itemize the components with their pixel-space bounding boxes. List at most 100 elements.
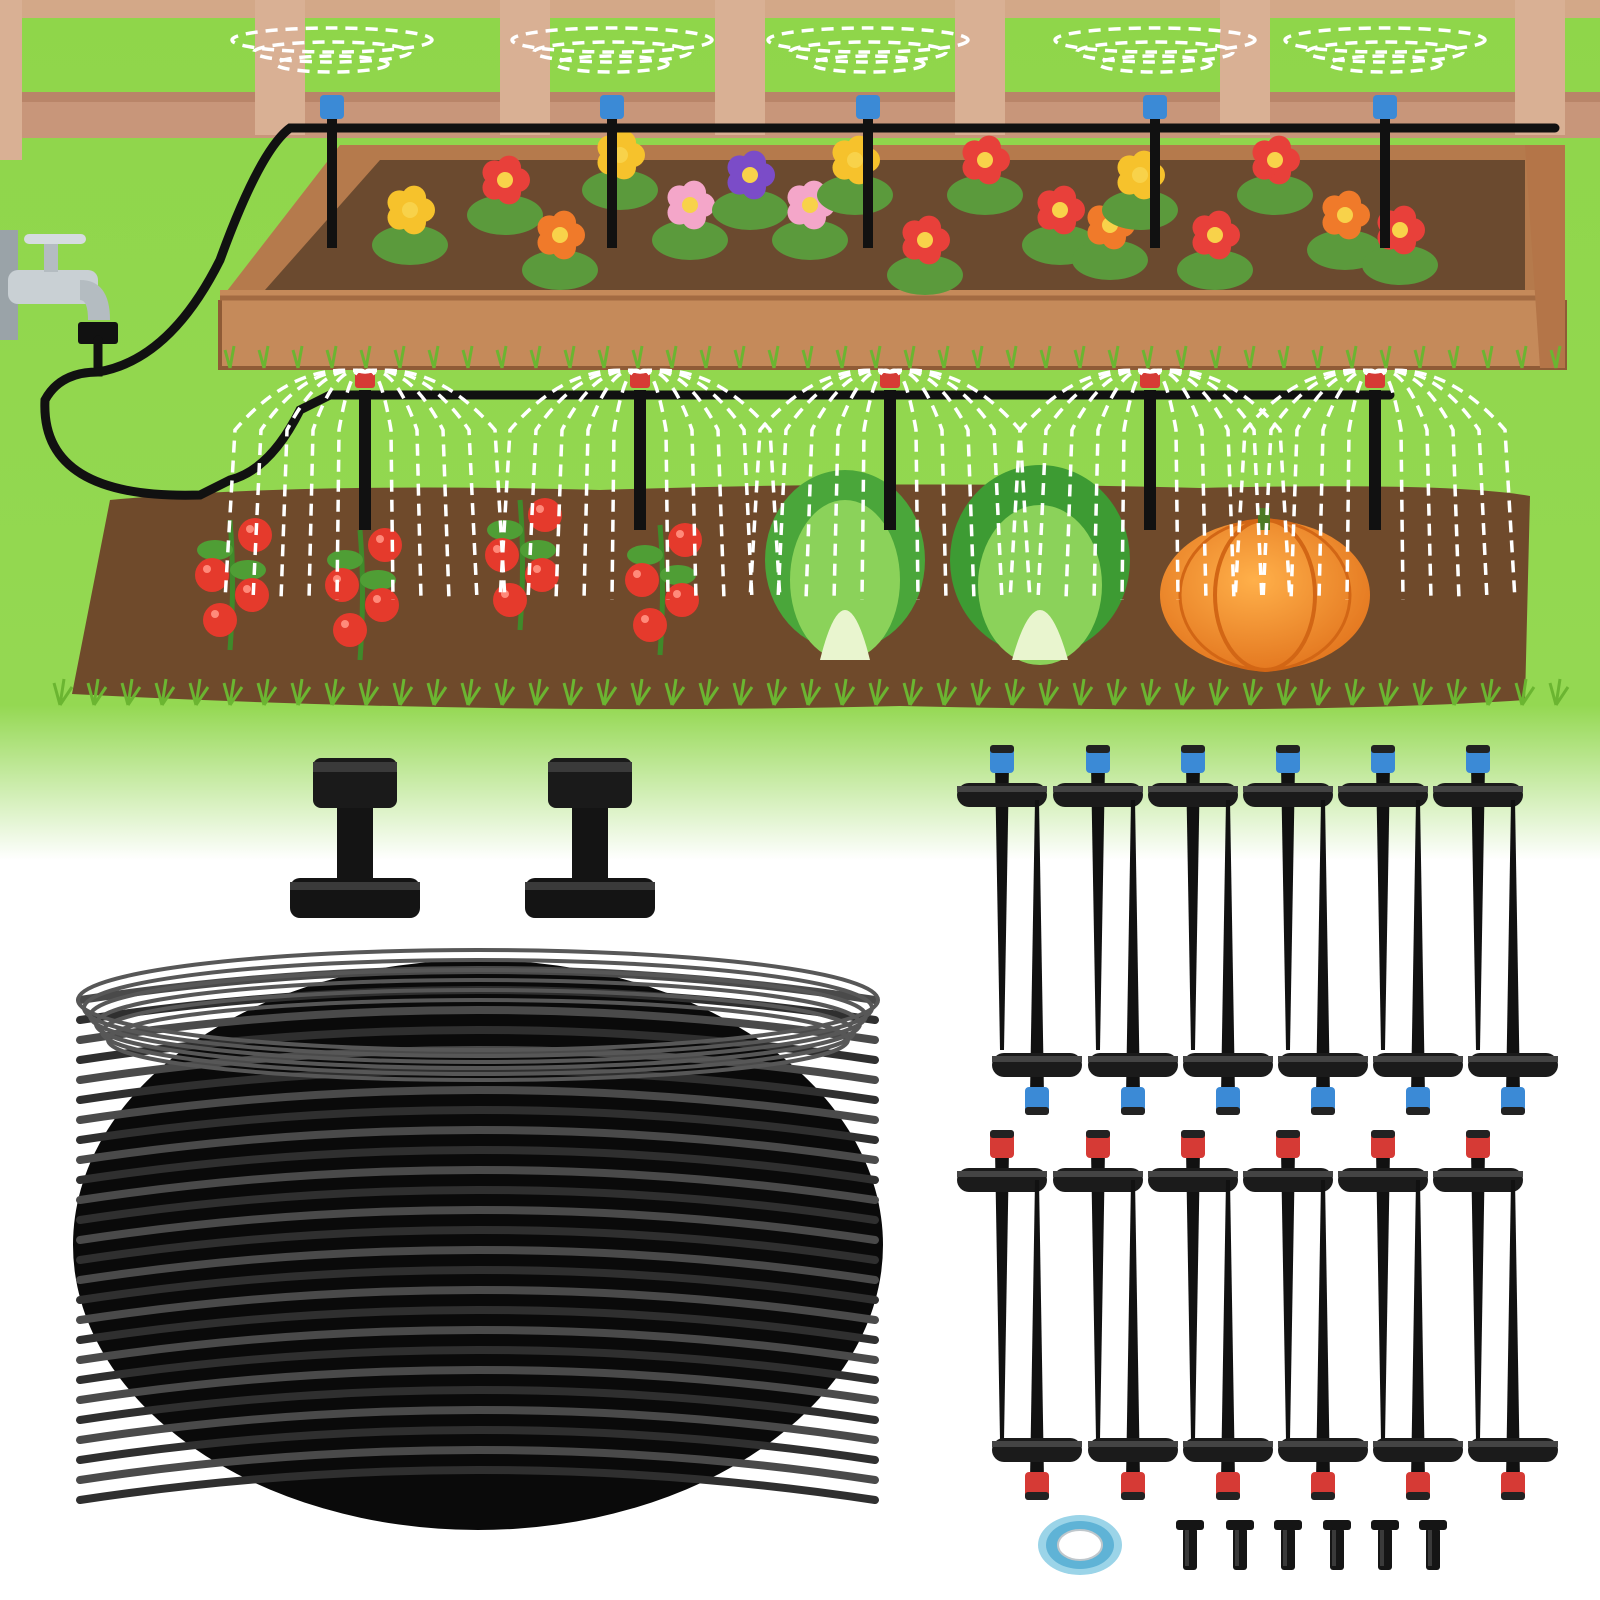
grass-tuft [597,345,610,369]
coil-loop [76,1146,879,1184]
grass-tuft [427,345,440,369]
coil-loop [76,1206,879,1244]
grass-tuft [52,678,74,706]
spray-arc [1036,368,1151,601]
tubing-coil [73,948,883,1530]
flower [1177,210,1253,290]
drip-emitter [992,1180,1082,1500]
grass-tuft [359,345,372,369]
drip-emitter [992,800,1082,1115]
red-drip-emitters [957,1130,1558,1500]
spray-arc [889,368,1032,601]
drip-emitter [1468,1180,1558,1500]
drip-emitter [1053,745,1143,1050]
grass-tuft [1005,345,1018,369]
grass-tuft [835,345,848,369]
spray-arc [748,368,891,601]
coil-loop [76,1066,879,1104]
drip-emitter [1338,745,1428,1050]
emitter-cap-blue [600,95,624,119]
flower [887,215,963,295]
coil-top-loop [100,988,856,1076]
grass-tuft [936,678,958,706]
grass-tuft [1073,345,1086,369]
spray-ring [532,40,692,64]
spray-ring [230,26,434,54]
grass-tuft [631,345,644,369]
emitter-cap-blue [1373,95,1397,119]
grass-tuft [1175,345,1188,369]
flower [1362,205,1438,285]
drip-emitter [1088,1180,1178,1500]
emitter-cap-blue [856,95,880,119]
drip-emitter [1373,1180,1463,1500]
spray-arc [526,368,641,601]
grass-tuft [257,345,270,369]
grass-tuft [1276,678,1298,706]
spray-arc [364,368,507,601]
grass-tuft [1378,678,1400,706]
emitter-cap-blue [1143,95,1167,119]
grass-tuft [1412,678,1434,706]
spray-ring [1097,54,1213,74]
drip-emitter [1468,800,1558,1115]
grass-tuft [563,345,576,369]
grass-tuft [1481,345,1494,369]
grass-tuft [1242,678,1264,706]
grass-tuft [1447,345,1460,369]
spray-arc [776,368,891,601]
grass-tuft [1413,345,1426,369]
grass-tuft [834,678,856,706]
coil-loop [76,1126,879,1164]
grass-tuft [222,678,244,706]
grass-tuft [460,678,482,706]
spray-arc [639,368,754,601]
grass-tuft [290,678,312,706]
grass-tufts [52,345,1570,706]
spray-arc [1233,368,1376,601]
grass-tuft [971,345,984,369]
garden-emitters [320,95,1397,530]
spray-arc [1008,368,1151,601]
drip-emitter [1183,1180,1273,1500]
end-plug [1323,1520,1351,1570]
grass-tuft [256,678,278,706]
flower [467,155,543,235]
drip-emitter [957,745,1047,1050]
spray-patterns [223,26,1517,601]
grass-tuft [1514,678,1536,706]
flower [1022,185,1098,265]
grass-tuft [1174,678,1196,706]
grass-tuft [868,678,890,706]
grass-tuft [902,678,924,706]
end-plugs [1176,1520,1447,1570]
emitter-cap-red [355,370,375,388]
emitter-stake [884,390,896,530]
tee-connectors [290,758,655,918]
grass-tuft [800,678,822,706]
drip-emitter [1243,1130,1333,1440]
grass-tuft [392,678,414,706]
tomato-plant [195,518,272,651]
tee-connector [290,758,420,918]
grass-tuft [358,678,380,706]
end-plug [1274,1520,1302,1570]
spray-ring [252,40,412,64]
emitter-stake [1369,390,1381,530]
grass-tuft [1208,678,1230,706]
flower [522,210,598,290]
spray-arc [335,368,367,601]
emitter-stake [1380,118,1390,248]
spray-arc [364,368,479,601]
emitter-stake [634,390,646,530]
coil-loop [76,1346,879,1384]
drip-emitter [1278,1180,1368,1500]
grass-tuft [461,345,474,369]
coil-loop [76,1306,879,1344]
end-plug [1176,1520,1204,1570]
drip-emitter [1338,1130,1428,1440]
blue-drip-emitters [957,745,1558,1115]
spray-arc [610,368,642,601]
spray-arc [251,368,366,601]
